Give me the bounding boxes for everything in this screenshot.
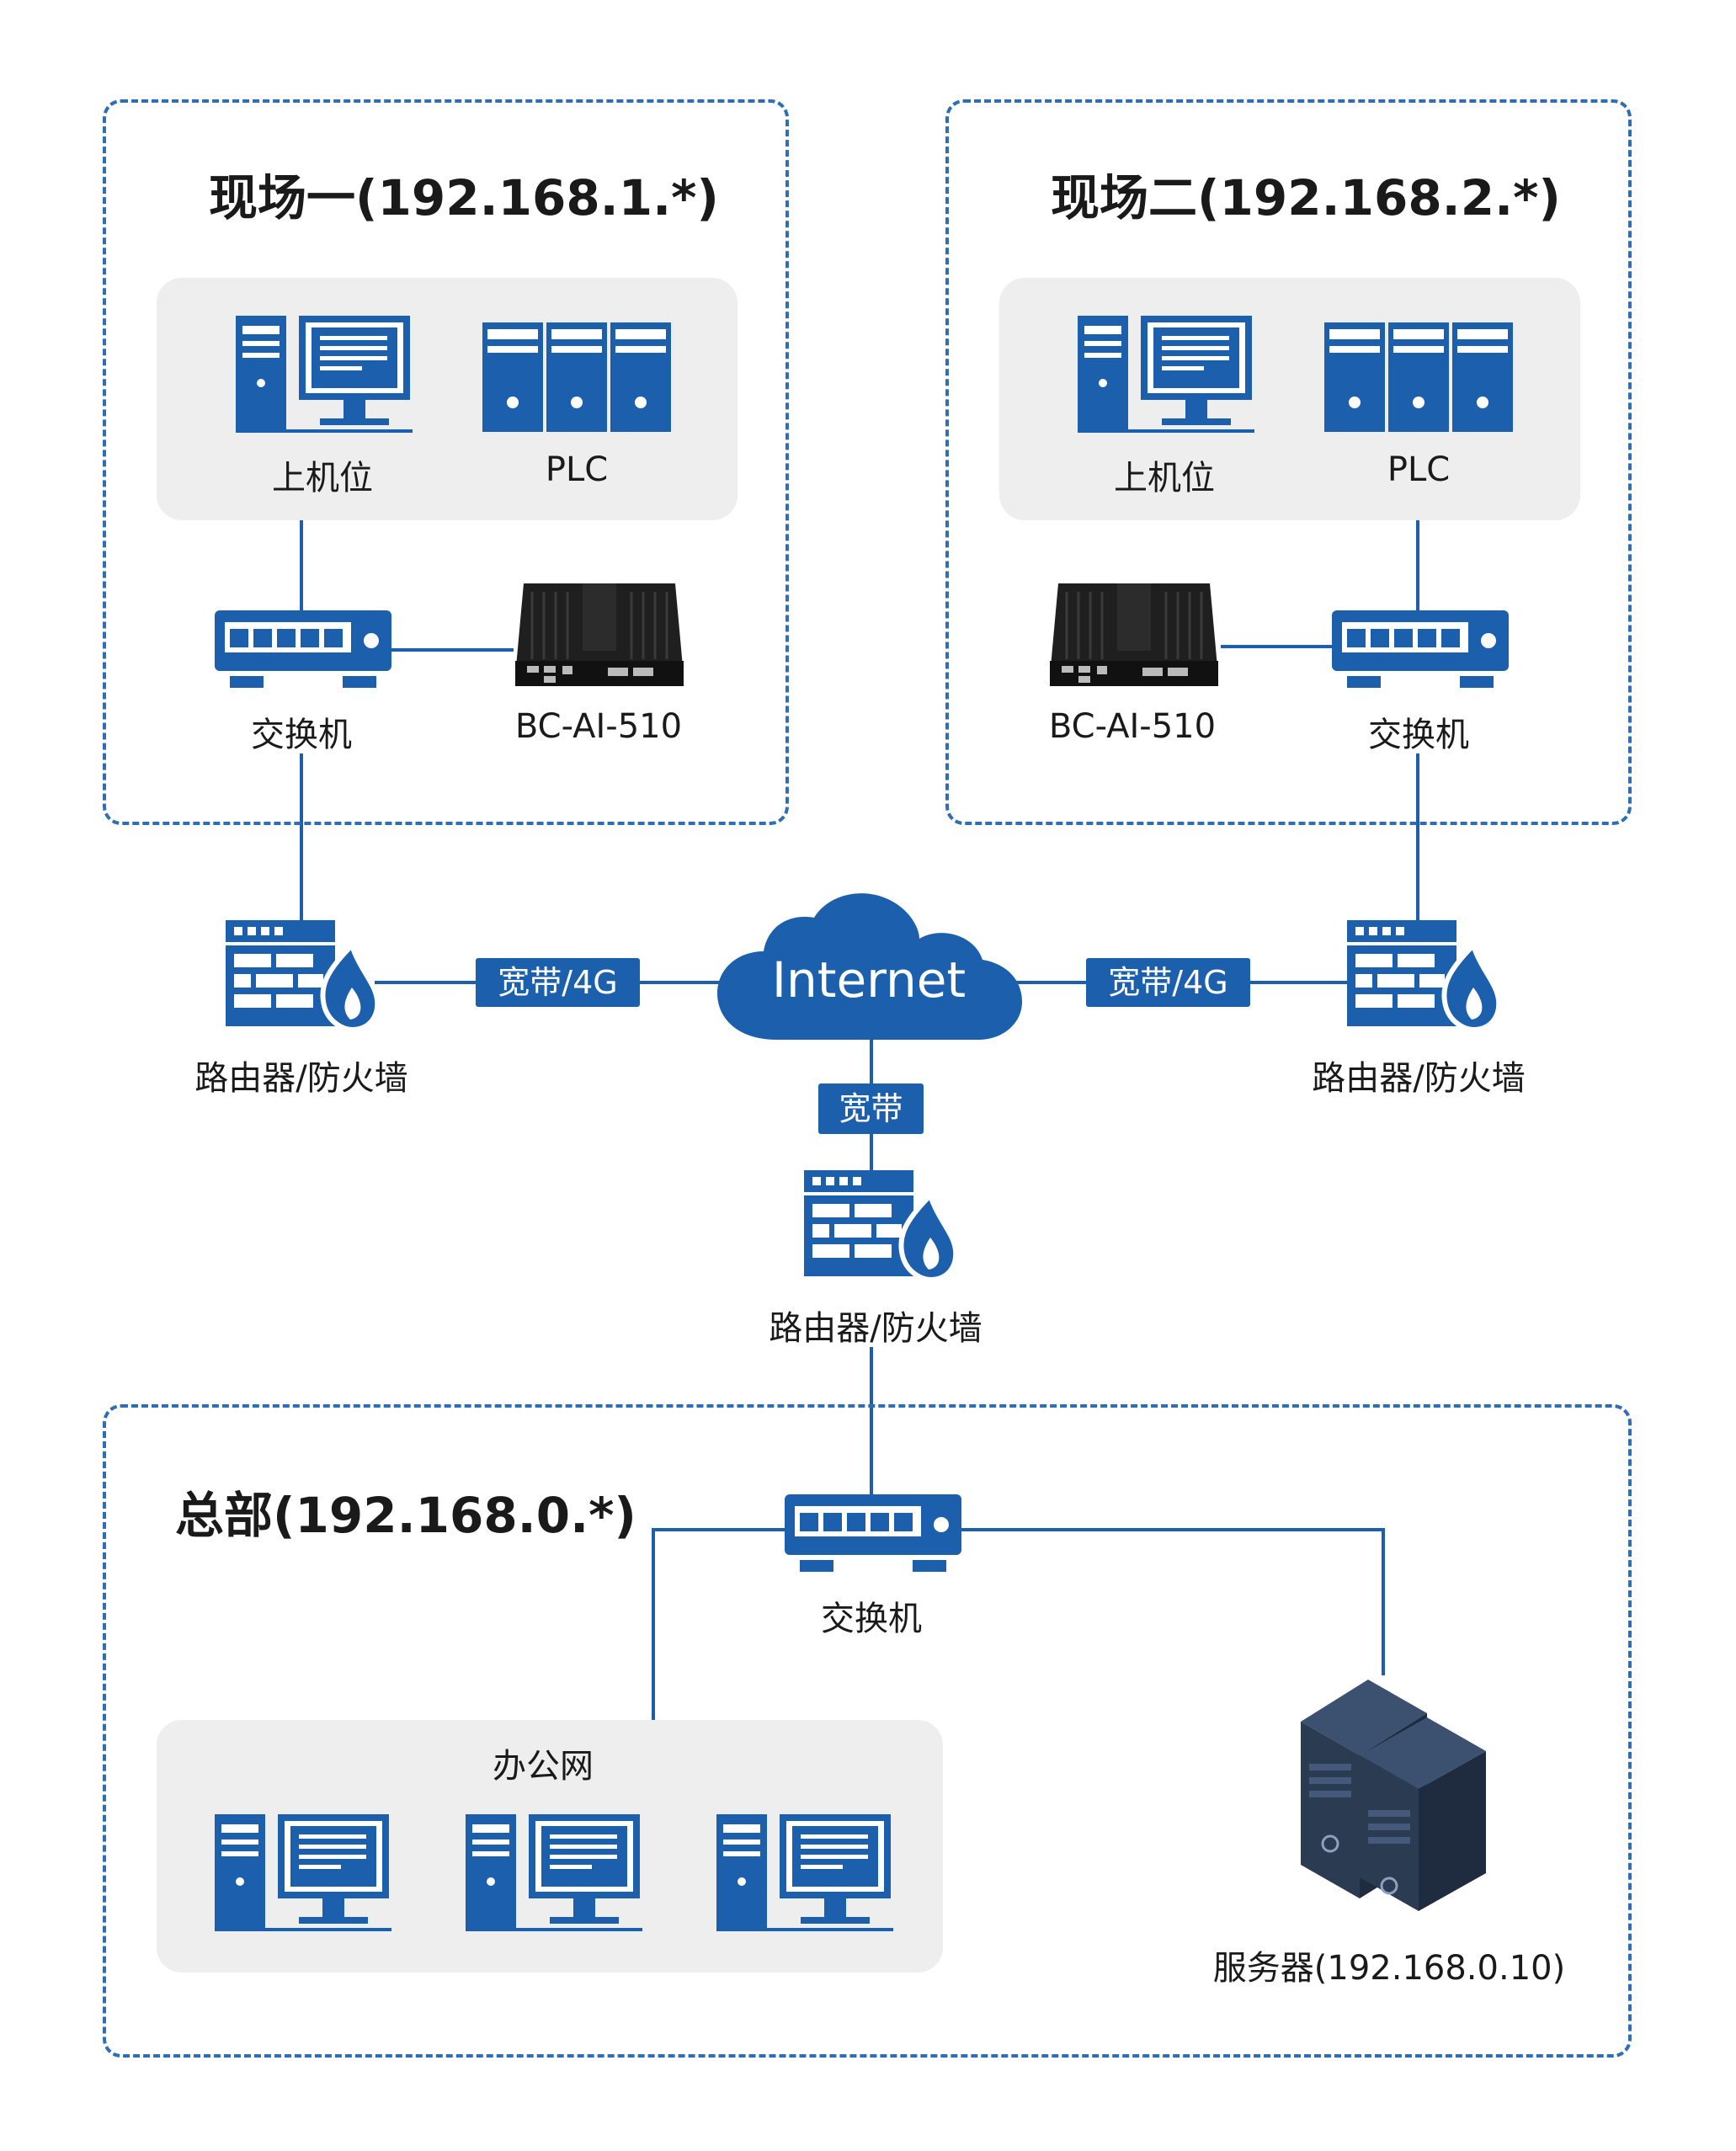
server-label: 服务器(192.168.0.10) [1212, 1949, 1566, 1988]
wire-hq-switch-server [958, 1528, 1385, 1675]
router-firewall-icon [804, 1170, 956, 1280]
plc-rack-icon [1324, 322, 1513, 432]
server-tower-icon [1301, 1680, 1486, 1911]
desktop-computer-icon [466, 1814, 642, 1931]
cloud-icon [717, 893, 1022, 1040]
internet-link-tag: 宽带 [818, 1083, 924, 1134]
desktop-computer-icon [236, 316, 413, 433]
router-firewall-icon [1347, 920, 1499, 1030]
site2-box-label: BC-AI-510 [1048, 707, 1217, 746]
desktop-computer-icon [215, 1814, 391, 1931]
site2-zone [945, 99, 1632, 825]
site1-plc-label: PLC [545, 450, 609, 489]
site1-box-label: BC-AI-510 [514, 707, 683, 746]
hq-title: 总部(192.168.0.*) [175, 1487, 636, 1544]
internet-label: Internet [771, 951, 967, 1009]
site2-router-label: 路由器/防火墙 [1312, 1059, 1526, 1098]
office-network-label: 办公网 [493, 1747, 594, 1786]
network-switch-icon [215, 610, 391, 688]
hq-router-label: 路由器/防火墙 [769, 1309, 982, 1348]
industrial-box-pc-icon [515, 583, 684, 686]
network-switch-icon [785, 1494, 961, 1572]
site1-zone [103, 99, 789, 825]
site2-switch-label: 交换机 [1368, 716, 1469, 754]
site1-pc-label: 上机位 [272, 459, 373, 498]
desktop-computer-icon [1078, 316, 1254, 433]
site2-title: 现场二(192.168.2.*) [1051, 169, 1561, 226]
site1-link-tag: 宽带/4G [476, 958, 640, 1007]
network-switch-icon [1332, 610, 1509, 688]
site1-switch-label: 交换机 [251, 716, 352, 754]
hq-zone [103, 1404, 1632, 2058]
industrial-box-pc-icon [1050, 583, 1218, 686]
plc-rack-icon [482, 322, 671, 432]
site2-plc-label: PLC [1387, 450, 1451, 489]
site2-link-tag: 宽带/4G [1086, 958, 1250, 1007]
site2-pc-label: 上机位 [1114, 459, 1215, 498]
router-firewall-icon [226, 920, 377, 1030]
desktop-computer-icon [716, 1814, 893, 1931]
hq-switch-label: 交换机 [821, 1600, 922, 1638]
site1-router-label: 路由器/防火墙 [194, 1059, 408, 1098]
wire-hq-switch-office [652, 1528, 785, 1720]
site1-title: 现场一(192.168.1.*) [209, 169, 719, 226]
